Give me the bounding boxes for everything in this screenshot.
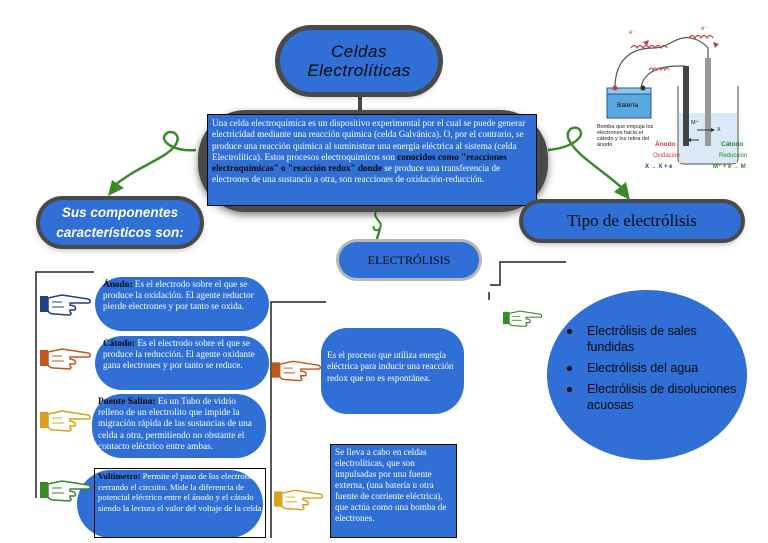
title-text: Celdas Electrolíticas bbox=[307, 42, 410, 80]
types-list: Electrólisis de sales fundidas Electróli… bbox=[567, 323, 747, 418]
components-heading-node: Sus componentes característicos son: bbox=[40, 200, 200, 245]
electrolysis-cells-box: Se lleva a cabo en celdas electrolíticas… bbox=[330, 444, 457, 538]
title-line2: Electrolíticas bbox=[307, 61, 411, 80]
pointing-hand-icon bbox=[40, 348, 91, 370]
pointing-hand-icon bbox=[272, 360, 322, 382]
components-heading-line1: Sus componentes bbox=[61, 204, 179, 220]
intro-box: Una celda electroquímica es un dispositi… bbox=[207, 114, 537, 206]
component-salt-bridge: Puente Salino: Es un Tubo de vidrio rell… bbox=[92, 394, 266, 458]
electrolysis-heading-node: ELECTRÓLISIS bbox=[339, 242, 479, 278]
component-voltmeter: Voltímetro: Permite el paso de los elect… bbox=[94, 468, 266, 538]
component-cathode: Cátodo: Es el electrodo sobre el que se … bbox=[95, 336, 269, 390]
pointing-hand-icon bbox=[40, 410, 91, 432]
voltmeter-sep: : bbox=[137, 471, 143, 481]
anode-text: Es el electrodo sobre el que se produce … bbox=[103, 280, 254, 313]
cathode-label: Cátodo bbox=[721, 141, 744, 148]
pointing-hand-icon bbox=[40, 294, 91, 316]
types-heading: Tipo de electrólisis bbox=[567, 211, 697, 230]
battery-note: Bomba que empuja los electrones hacia el… bbox=[597, 124, 654, 148]
intro-text-1: Una celda electroquímica es un dispositi… bbox=[212, 118, 526, 162]
list-item: Electrólisis del agua bbox=[567, 360, 747, 376]
anode-sep: : bbox=[129, 280, 135, 290]
list-item: Electrólisis de sales fundidas bbox=[567, 323, 747, 355]
center-arrow bbox=[374, 228, 382, 243]
pointing-hand-icon bbox=[503, 310, 543, 328]
left-bracket bbox=[35, 271, 94, 498]
oxidation-equation: X → X + e bbox=[645, 164, 673, 170]
anode-term: Ánodo bbox=[103, 280, 130, 290]
center-curl bbox=[372, 211, 382, 232]
components-heading: Sus componentes característicos son: bbox=[56, 203, 184, 243]
salt-bridge-text: Es un Tubo de vidrio relleno de un elect… bbox=[98, 397, 252, 452]
types-heading-node: Tipo de electrólisis bbox=[523, 203, 741, 239]
salt-bridge-term: Puente Salino bbox=[98, 397, 153, 407]
anode-label: Ánodo bbox=[655, 141, 676, 148]
cell-drawing bbox=[606, 34, 739, 165]
cathode-text: Es el electrodo sobre el que se produce … bbox=[103, 339, 255, 372]
intro-text-bold: conocidos como "reacciones electroquímic… bbox=[212, 151, 507, 174]
right-arrowhead bbox=[614, 182, 630, 200]
left-arrowhead bbox=[108, 180, 124, 196]
cathode-sep: : bbox=[131, 339, 138, 349]
electrolysis-heading: ELECTRÓLISIS bbox=[367, 252, 451, 267]
electrolysis-cells-bg bbox=[330, 444, 457, 538]
electrolysis-cells-text: Se lleva a cabo en celdas electrolíticas… bbox=[335, 447, 447, 523]
list-item: Electrólisis de disoluciones acuosas bbox=[567, 381, 747, 413]
cathode-term: Cátodo bbox=[103, 339, 132, 349]
battery-label: Batería bbox=[617, 102, 638, 109]
left-curly-arrow bbox=[114, 130, 197, 186]
reduction-label: Reducción bbox=[719, 153, 748, 159]
center-bracket bbox=[270, 301, 326, 538]
electron-label-left: e⁻ bbox=[629, 30, 636, 36]
title-line1: Celdas bbox=[331, 42, 387, 61]
component-anode: Ánodo: Es el electrodo sobre el que se p… bbox=[95, 277, 269, 331]
pointing-hand-icon bbox=[40, 480, 91, 502]
right-bracket bbox=[490, 261, 566, 286]
intro-text-2: se produce una transferencia de electron… bbox=[212, 163, 501, 185]
right-curly-arrow bbox=[547, 126, 623, 189]
electrolysis-definition: Es el proceso que utiliza energía eléctr… bbox=[327, 350, 454, 383]
electron-label-right: e⁻ bbox=[701, 26, 708, 32]
electrolysis-definition-box: Es el proceso que utiliza energía eléctr… bbox=[321, 328, 464, 414]
types-list-node: Electrólisis de sales fundidas Electróli… bbox=[547, 290, 747, 460]
component-voltmeter-bg bbox=[77, 470, 263, 538]
voltmeter-term: Voltímetro bbox=[98, 471, 138, 481]
reduction-equation: M⁺ + e → M bbox=[713, 164, 746, 170]
title-node: Celdas Electrolíticas bbox=[280, 30, 438, 92]
ion-x-label: X bbox=[717, 127, 721, 133]
oxidation-label: Oxidación bbox=[653, 153, 680, 159]
salt-bridge-sep: : bbox=[152, 397, 158, 407]
electrolytic-cell-illustration: e⁻ e⁻ Batería Bomba que empuja los elect… bbox=[593, 18, 763, 178]
voltmeter-text: Permite el paso de los electrones cerran… bbox=[98, 471, 262, 513]
components-heading-line2: característicos son: bbox=[56, 224, 184, 240]
ion-m-label: M⁺ bbox=[691, 120, 699, 126]
pointing-hand-icon bbox=[274, 489, 324, 511]
